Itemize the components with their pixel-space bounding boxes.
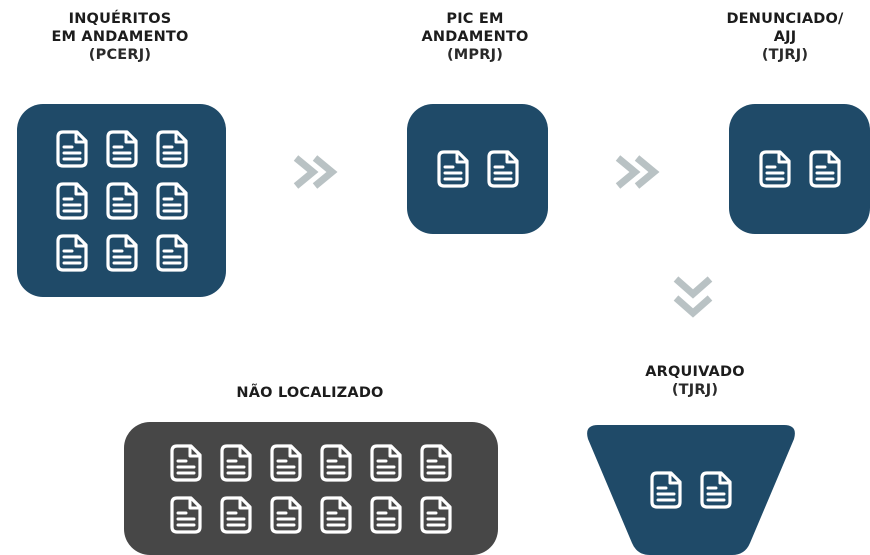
stage-subtitle: (TJRJ) <box>761 47 809 63</box>
stage-subtitle: (MPRJ) <box>446 47 504 63</box>
document-icon <box>155 181 188 220</box>
stage-title-line: ANDAMENTO <box>421 29 529 45</box>
document-icon <box>220 443 252 482</box>
document-icon <box>436 150 469 188</box>
document-icon <box>420 443 452 482</box>
document-icon <box>700 471 732 509</box>
stage-title-line: NÃO LOCALIZADO <box>236 385 384 401</box>
stage-box-inqueritos <box>17 104 226 297</box>
stage-box-nao-localizado <box>124 422 498 555</box>
document-icon <box>270 495 302 534</box>
document-icon <box>170 443 202 482</box>
stage-title-line: DENUNCIADO/ <box>726 11 844 27</box>
stage-box-pic <box>407 104 548 234</box>
stage-label-denunciado: DENUNCIADO/ AJJ (TJRJ) <box>715 10 855 64</box>
document-icon <box>370 443 402 482</box>
document-icon <box>320 495 352 534</box>
stage-label-nao-localizado: NÃO LOCALIZADO <box>210 384 410 402</box>
document-icon <box>270 443 302 482</box>
double-chevron-down-icon <box>673 276 713 318</box>
stage-box-denunciado <box>729 104 870 234</box>
stage-label-arquivado: ARQUIVADO (TJRJ) <box>620 363 770 399</box>
document-icon <box>55 233 88 272</box>
stage-label-pic: PIC EM ANDAMENTO (MPRJ) <box>390 10 560 64</box>
arquivado-docs <box>634 450 748 530</box>
stage-title-line: AJJ <box>773 29 797 45</box>
stage-title-line: EM ANDAMENTO <box>51 29 189 45</box>
stage-box-arquivado <box>587 425 795 555</box>
funnel-shape <box>587 425 795 555</box>
stage-title-line: PIC EM <box>446 11 504 27</box>
stage-label-inqueritos: INQUÉRITOS EM ANDAMENTO (PCERJ) <box>30 10 210 64</box>
document-icon <box>170 495 202 534</box>
stage-title-line: ARQUIVADO <box>645 364 745 380</box>
document-icon <box>105 233 138 272</box>
document-icon <box>650 471 682 509</box>
document-icon <box>155 233 188 272</box>
stage-subtitle: (TJRJ) <box>671 382 719 398</box>
document-icon <box>105 129 138 168</box>
document-icon <box>758 150 791 188</box>
stage-title-line: INQUÉRITOS <box>68 11 172 27</box>
stage-subtitle: (PCERJ) <box>88 47 152 63</box>
document-icon <box>105 181 138 220</box>
document-icon <box>220 495 252 534</box>
document-icon <box>55 129 88 168</box>
document-icon <box>420 495 452 534</box>
double-chevron-right-icon <box>293 155 338 189</box>
document-icon <box>370 495 402 534</box>
document-icon <box>155 129 188 168</box>
document-icon <box>486 150 519 188</box>
double-chevron-right-icon <box>615 155 660 189</box>
document-icon <box>55 181 88 220</box>
document-icon <box>320 443 352 482</box>
document-icon <box>808 150 841 188</box>
